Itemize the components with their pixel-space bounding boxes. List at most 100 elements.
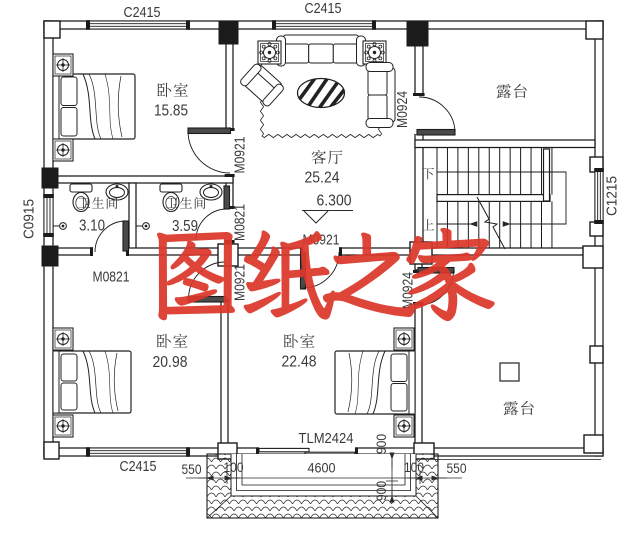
steps-corner-miter [415, 495, 439, 519]
cjk-glyph [78, 197, 91, 209]
wall-segment [594, 20, 604, 457]
room-name [78, 196, 118, 209]
lamp-icon [402, 424, 406, 428]
bed-blanket-fold [88, 73, 102, 140]
lamp-petal [261, 44, 266, 49]
window-jamb [272, 20, 276, 30]
lamp-petal [378, 56, 383, 61]
stair-direction-label [422, 219, 434, 231]
door-jamb [339, 247, 342, 256]
side-table-inner [260, 43, 279, 62]
lamp-petal [366, 56, 371, 61]
column [218, 20, 239, 45]
lamp-circle [368, 46, 381, 59]
nightstand [52, 414, 74, 438]
window-jamb [594, 168, 604, 172]
wall-segment [414, 304, 423, 451]
window-label: C2415 [120, 458, 157, 475]
floor-drain [136, 222, 150, 230]
bed-bedroom-bottom-middle [334, 350, 416, 415]
bed-blanket-fold [372, 350, 386, 415]
sofa-set [240, 34, 396, 139]
cjk-glyph [404, 227, 495, 322]
door-leaf [223, 185, 231, 210]
door-jamb [126, 247, 129, 256]
door-swing-arc [94, 220, 127, 253]
floor-drain-part [61, 224, 65, 228]
door-jamb [413, 93, 425, 96]
door-label: M0821 [232, 204, 249, 241]
door-label: M0924 [400, 272, 417, 309]
cjk-glyph [243, 230, 335, 320]
room-area: 25.24 [305, 170, 340, 187]
dimension-value: 100 [404, 459, 424, 475]
bottom-dimension-line [186, 472, 462, 484]
cjk-glyph [156, 231, 235, 321]
nightstand-inner [54, 55, 72, 75]
lamp-icon [61, 424, 65, 428]
bed-blanket-fold [113, 352, 119, 412]
door-leaf [187, 127, 232, 135]
toilet-bowl-inner [75, 196, 87, 210]
terrace-column-marker [499, 362, 520, 382]
bed-headboard [52, 350, 60, 414]
dimension-value: 900 [373, 481, 389, 501]
bed-pillow [60, 353, 78, 382]
bed-blanket-fold [88, 350, 102, 414]
door-swing-arc [187, 130, 231, 174]
armchair-armrest [240, 63, 262, 87]
column [43, 20, 61, 39]
cjk-glyph [173, 333, 188, 348]
steps-inner-area [231, 454, 416, 496]
lamp-circle [263, 46, 276, 59]
columns [41, 20, 604, 460]
nightstand [52, 138, 74, 162]
room-area: 22.48 [282, 354, 317, 371]
nightstand-inner [54, 416, 72, 436]
sofa-cushion [332, 43, 359, 64]
sofa-cushion [367, 94, 388, 121]
table-lamp [259, 42, 280, 63]
washbasin-tap [209, 185, 213, 188]
level-mark-part [303, 210, 329, 224]
door-label: M0921 [232, 264, 249, 301]
column [589, 221, 604, 237]
lamp-icon [61, 148, 65, 152]
door-jamb [224, 174, 235, 177]
window-bottom [86, 447, 190, 457]
armchair-left [240, 63, 284, 107]
sofa-two-seat-right [365, 62, 396, 128]
sofa-three-seat [276, 34, 366, 67]
column [406, 20, 429, 47]
room-name [156, 333, 188, 349]
door-leaf [122, 220, 130, 252]
bed-blanket-fold [82, 73, 96, 140]
windows [43, 20, 604, 457]
window-jamb [86, 447, 90, 457]
room-name [157, 82, 188, 98]
window-jamb [594, 220, 604, 224]
lamp-center [372, 50, 377, 55]
step-edge [236, 454, 411, 491]
stair-direction-label [422, 167, 435, 180]
bed-headboard [408, 350, 416, 415]
cjk-glyph [179, 197, 192, 209]
bed-blanket-fold [347, 352, 353, 413]
bed-blanket-fold [117, 75, 123, 138]
lamp-icon [61, 63, 65, 67]
cjk-glyph [503, 401, 519, 416]
cjk-glyph [422, 167, 435, 180]
door-label: M0921 [232, 137, 249, 174]
washbasin [105, 183, 129, 201]
cjk-glyph [521, 400, 534, 416]
dimension-value: 100 [224, 459, 244, 475]
lamp-icon [402, 337, 406, 341]
dimension-value: 4600 [308, 460, 336, 476]
nightstand-inner [54, 329, 72, 349]
cjk-glyph [300, 333, 315, 348]
window-jamb [43, 194, 54, 198]
toilet [69, 183, 93, 213]
sofa-armrest [365, 118, 394, 128]
window-jamb [186, 20, 190, 30]
